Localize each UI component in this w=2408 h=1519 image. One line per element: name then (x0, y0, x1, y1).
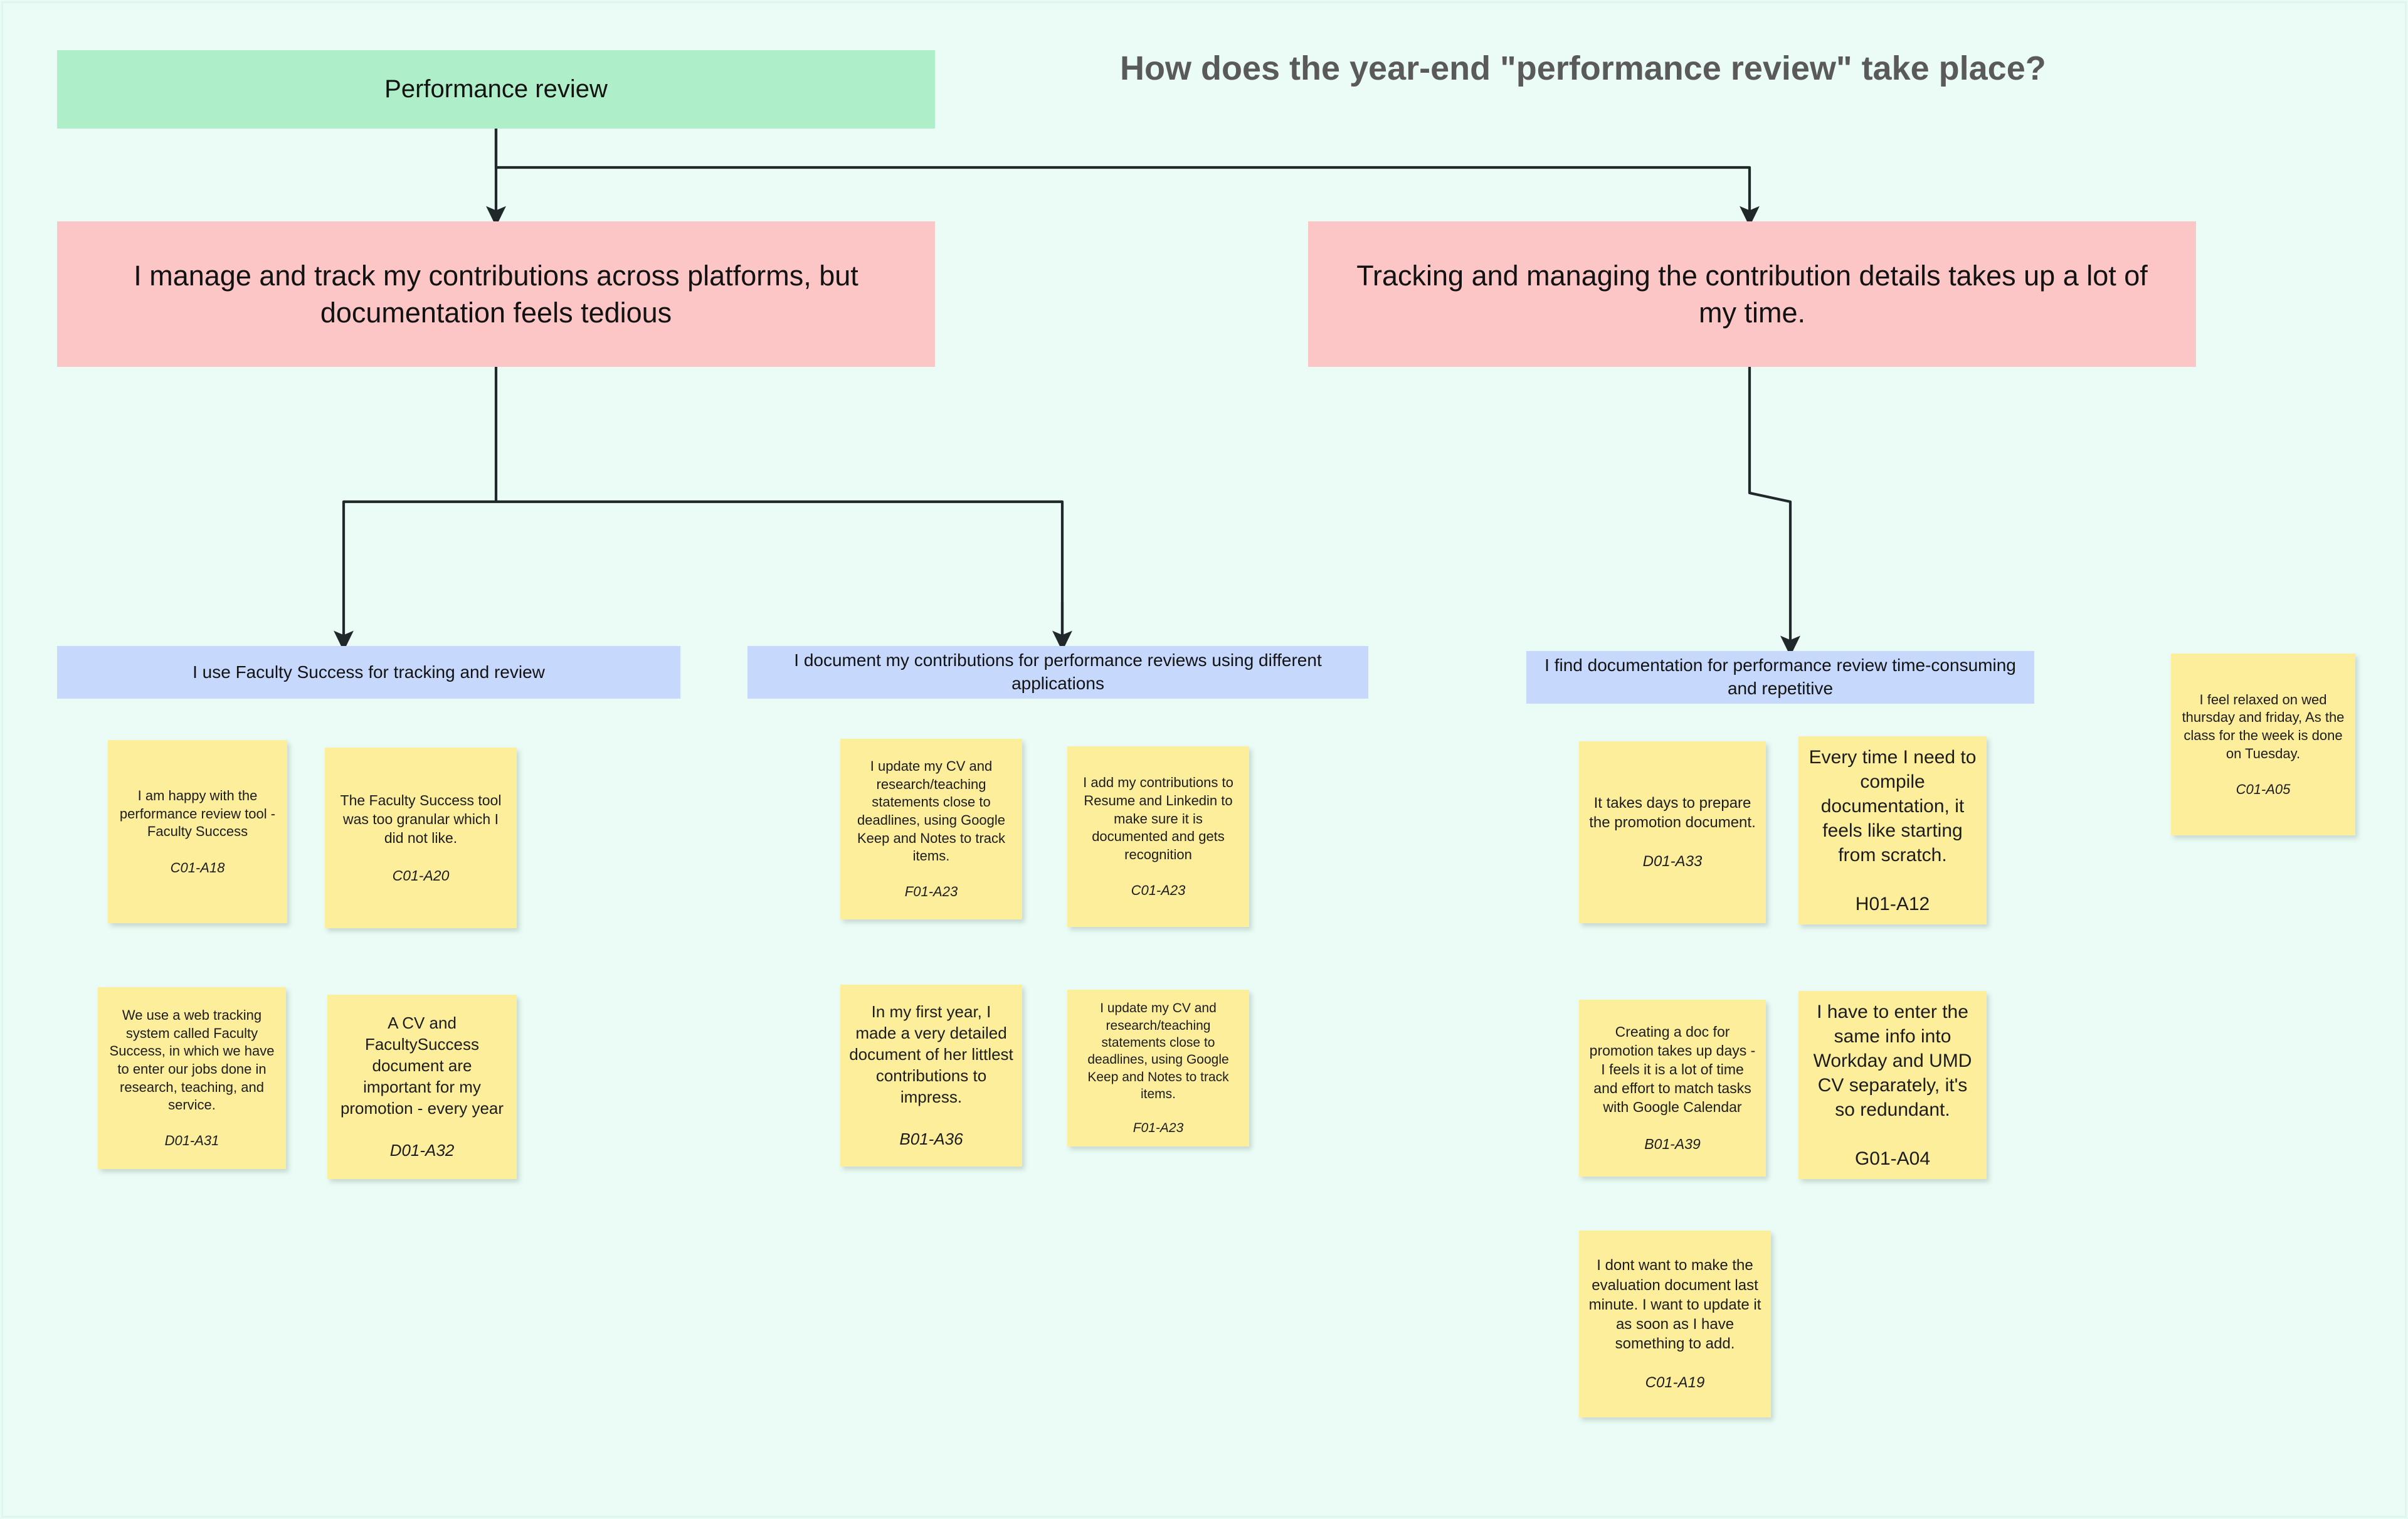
sticky-note-code: F01-A23 (904, 884, 958, 900)
sticky-note-text: Every time I need to compile documentati… (1809, 747, 1977, 866)
sticky-note-c01-a19[interactable]: I dont want to make the evaluation docum… (1579, 1231, 1771, 1417)
edge-pain-left-spine (496, 500, 1064, 641)
sticky-note-code: F01-A23 (1133, 1121, 1184, 1136)
sticky-note-text: I update my CV and research/teaching sta… (1087, 1001, 1229, 1101)
root-node-label: Performance review (384, 75, 608, 103)
sticky-note-c01-a18[interactable]: I am happy with the performance review t… (108, 740, 287, 923)
sticky-note-code: C01-A20 (392, 867, 450, 884)
edge-root-to-pain-right (494, 129, 1760, 227)
sticky-note-text: We use a web tracking system called Facu… (109, 1007, 275, 1113)
sticky-note-code: C01-A23 (1131, 882, 1186, 899)
edge-pain-left-to-cat-1 (334, 367, 498, 652)
sticky-note-b01-a36[interactable]: In my first year, I made a very detailed… (840, 985, 1022, 1167)
root-node-performance-review[interactable]: Performance review (57, 50, 935, 129)
sticky-note-code: B01-A36 (899, 1130, 963, 1149)
sticky-note-d01-a32[interactable]: A CV and FacultySuccess document are imp… (327, 995, 517, 1179)
sticky-note-text: I am happy with the performance review t… (119, 788, 276, 840)
sticky-note-g01-a04[interactable]: I have to enter the same info into Workd… (1798, 991, 1987, 1179)
sticky-note-code: C01-A18 (170, 859, 225, 876)
sticky-note-text: I update my CV and research/teaching sta… (857, 758, 1006, 864)
sticky-note-f01-a23-top[interactable]: I update my CV and research/teaching sta… (840, 739, 1022, 919)
sticky-note-f01-a23-bottom[interactable]: I update my CV and research/teaching sta… (1067, 990, 1249, 1146)
pain-point-node-2[interactable]: Tracking and managing the contribution d… (1308, 221, 2196, 367)
sticky-note-code: G01-A04 (1854, 1148, 1931, 1169)
pain-point-label-1: I manage and track my contributions acro… (134, 259, 858, 329)
sticky-note-h01-a12[interactable]: Every time I need to compile documentati… (1798, 736, 1987, 924)
pain-point-node-1[interactable]: I manage and track my contributions acro… (57, 221, 935, 367)
sticky-note-b01-a39[interactable]: Creating a doc for promotion takes up da… (1579, 1000, 1766, 1177)
sticky-note-code: D01-A33 (1642, 852, 1703, 870)
sticky-note-code: D01-A32 (389, 1141, 455, 1160)
sticky-note-text: I add my contributions to Resume and Lin… (1083, 775, 1233, 862)
category-node-3[interactable]: I find documentation for performance rev… (1526, 651, 2034, 704)
sticky-note-code: D01-A31 (164, 1133, 219, 1149)
category-label-3: I find documentation for performance rev… (1545, 655, 2016, 698)
category-label-2: I document my contributions for performa… (794, 650, 1322, 693)
sticky-note-text: Creating a doc for promotion takes up da… (1589, 1023, 1756, 1115)
sticky-note-text: I dont want to make the evaluation docum… (1588, 1257, 1761, 1353)
sticky-note-text: A CV and FacultySuccess document are imp… (340, 1014, 504, 1118)
sticky-note-text: In my first year, I made a very detailed… (849, 1002, 1013, 1106)
edge-pain-right-to-cat-3 (1748, 367, 1800, 657)
sticky-note-text: It takes days to prepare the promotion d… (1589, 795, 1756, 832)
category-node-1[interactable]: I use Faculty Success for tracking and r… (57, 646, 680, 699)
sticky-note-c01-a23[interactable]: I add my contributions to Resume and Lin… (1067, 746, 1249, 927)
sticky-note-c01-a05[interactable]: I feel relaxed on wed thursday and frida… (2171, 654, 2355, 835)
sticky-note-d01-a33[interactable]: It takes days to prepare the promotion d… (1579, 741, 1766, 923)
sticky-note-text: I have to enter the same info into Workd… (1813, 1002, 1972, 1121)
category-label-1: I use Faculty Success for tracking and r… (193, 662, 545, 682)
sticky-note-text: The Faculty Success tool was too granula… (340, 791, 502, 846)
category-node-2[interactable]: I document my contributions for performa… (747, 646, 1368, 699)
page-title: How does the year-end "performance revie… (1120, 50, 2046, 87)
pain-point-label-2: Tracking and managing the contribution d… (1356, 259, 2148, 329)
sticky-note-code: H01-A12 (1855, 893, 1930, 914)
sticky-note-text: I feel relaxed on wed thursday and frida… (2182, 691, 2345, 761)
sticky-note-c01-a20[interactable]: The Faculty Success tool was too granula… (325, 748, 517, 928)
sticky-note-d01-a31[interactable]: We use a web tracking system called Facu… (98, 987, 286, 1169)
sticky-note-code: B01-A39 (1644, 1136, 1701, 1153)
sticky-note-code: C01-A05 (2236, 781, 2291, 797)
sticky-note-code: C01-A19 (1645, 1373, 1705, 1391)
